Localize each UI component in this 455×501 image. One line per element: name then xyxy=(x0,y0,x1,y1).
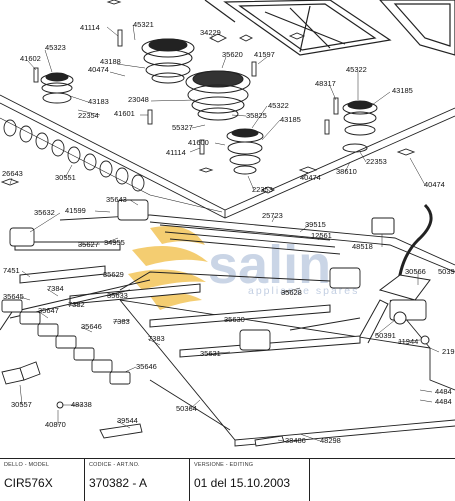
code-header: CODICE - ART.NO. xyxy=(89,462,140,468)
part-label: 48317 xyxy=(315,79,336,88)
igniters xyxy=(0,0,416,194)
part-label: 23048 xyxy=(128,95,149,104)
part-label: 48518 xyxy=(352,242,373,251)
burner-assembly xyxy=(40,38,378,175)
part-label: 35646 xyxy=(81,322,102,331)
part-label: 35632 xyxy=(34,208,55,217)
cooktop-plate xyxy=(0,94,455,219)
part-label: 34955 xyxy=(104,238,125,247)
base-pan xyxy=(59,214,455,447)
part-label: 34229 xyxy=(200,28,221,37)
part-label: 30566 xyxy=(405,267,426,276)
part-label: 41601 xyxy=(114,109,135,118)
part-label: 7451 xyxy=(3,266,20,275)
part-label: 35646 xyxy=(136,362,157,371)
part-label: 11944 xyxy=(398,337,418,346)
model-header: DELLO - MODEL xyxy=(4,462,50,468)
part-label: 50391 xyxy=(375,331,396,340)
part-label: 38610 xyxy=(336,167,357,176)
ignition-unit xyxy=(371,203,433,345)
brackets xyxy=(1,361,285,447)
gas-pipes xyxy=(0,241,389,358)
watermark-tagline: appliance spares xyxy=(248,285,359,297)
part-label: 45323 xyxy=(45,43,66,52)
part-label: 40870 xyxy=(45,420,66,429)
part-label: 22354 xyxy=(78,111,99,120)
part-label: 45322 xyxy=(346,65,367,74)
part-label: 43185 xyxy=(392,86,413,95)
part-label: 43185 xyxy=(280,115,301,124)
part-label: 41114 xyxy=(166,148,186,157)
part-label: 7384 xyxy=(47,284,64,293)
watermark-flame-logo xyxy=(128,226,208,310)
part-label: 4484 xyxy=(435,387,452,396)
part-label: 40474 xyxy=(300,173,321,182)
exploded-parts-diagram: salin appliance spares xyxy=(0,0,455,447)
part-label: 35645 xyxy=(3,292,24,301)
part-label: 55327 xyxy=(172,123,193,132)
part-label: 35825 xyxy=(246,111,267,120)
part-label: 40474 xyxy=(424,180,445,189)
model-value: CIR576X xyxy=(4,476,53,490)
part-label: 35631 xyxy=(200,349,221,358)
part-label: 35630 xyxy=(224,315,245,324)
part-label: 40474 xyxy=(88,65,109,74)
part-label: 41600 xyxy=(188,138,209,147)
part-label: 35620 xyxy=(222,50,243,59)
part-label: 35627 xyxy=(78,240,99,249)
part-label: 39544 xyxy=(117,416,138,425)
part-label: 4484 xyxy=(435,397,452,406)
watermark: salin appliance spares xyxy=(128,226,359,310)
part-label: 45321 xyxy=(133,20,154,29)
part-label: 7382 xyxy=(68,300,85,309)
part-label: 41602 xyxy=(20,54,41,63)
part-label: 7383 xyxy=(148,334,165,343)
part-label: 45322 xyxy=(268,101,289,110)
part-label: 39515 xyxy=(305,220,326,229)
code-value: 370382 - A xyxy=(89,476,148,490)
part-label: 7383 xyxy=(113,317,130,326)
title-block: DELLO - MODEL CIR576X CODICE - ART.NO. 3… xyxy=(0,458,455,501)
leader-lines xyxy=(9,24,440,442)
part-label: 35647 xyxy=(38,306,59,315)
part-labels: 41114 45321 34229 45323 35620 41597 4160… xyxy=(2,20,455,445)
part-label: 5039 xyxy=(438,267,455,276)
part-label: 22353 xyxy=(252,185,273,194)
part-label: 35629 xyxy=(103,270,124,279)
pan-support-grid xyxy=(204,0,455,56)
part-label: 38486 xyxy=(285,436,306,445)
part-label: 35628 xyxy=(281,288,302,297)
part-label: 26643 xyxy=(2,169,23,178)
part-label: 48338 xyxy=(71,400,92,409)
part-label: 30557 xyxy=(11,400,32,409)
version-header: VERSIONE - EDITING xyxy=(194,462,254,468)
part-label: 41597 xyxy=(254,50,275,59)
part-label: 48298 xyxy=(320,436,341,445)
code-cell: CODICE - ART.NO. 370382 - A xyxy=(85,459,190,501)
part-label: 41114 xyxy=(80,23,100,32)
knob-holes xyxy=(3,119,145,192)
part-label: 43183 xyxy=(88,97,109,106)
part-label: 35643 xyxy=(106,195,127,204)
part-label: 30551 xyxy=(55,173,76,182)
part-label: 12561 xyxy=(311,231,332,240)
part-label: 41599 xyxy=(65,206,86,215)
model-cell: DELLO - MODEL CIR576X xyxy=(0,459,85,501)
part-label: 22353 xyxy=(366,157,387,166)
part-label: 43188 xyxy=(100,57,121,66)
part-label: 50364 xyxy=(176,404,197,413)
version-value: 01 del 15.10.2003 xyxy=(194,476,291,490)
part-label: 35633 xyxy=(107,291,128,300)
part-label: 219 xyxy=(442,347,455,356)
part-label: 25723 xyxy=(262,211,283,220)
version-cell: VERSIONE - EDITING 01 del 15.10.2003 xyxy=(190,459,310,501)
gas-taps xyxy=(1,199,427,385)
